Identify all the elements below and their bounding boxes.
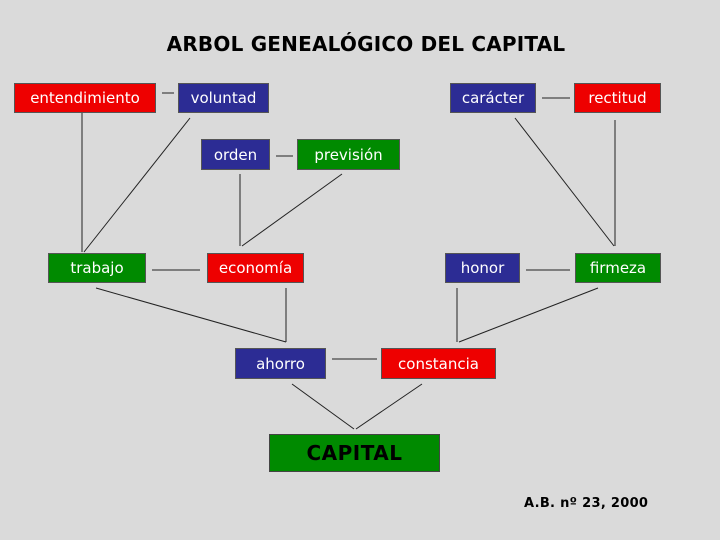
edge-ahorro-capital: [291, 383, 355, 430]
edge-caracter-firmeza: [514, 117, 615, 247]
node-capital: CAPITAL: [269, 434, 440, 472]
node-orden: orden: [201, 139, 270, 170]
node-caracter: carácter: [450, 83, 536, 113]
diagram-title: ARBOL GENEALÓGICO DEL CAPITAL: [166, 32, 566, 56]
node-honor: honor: [445, 253, 520, 283]
node-prevision: previsión: [297, 139, 400, 170]
edge-firmeza-constancia: [458, 287, 599, 343]
node-trabajo: trabajo: [48, 253, 146, 283]
node-ahorro: ahorro: [235, 348, 326, 379]
edge-constancia-capital: [355, 383, 423, 430]
node-constancia: constancia: [381, 348, 496, 379]
node-rectitud: rectitud: [574, 83, 661, 113]
node-economia: economía: [207, 253, 304, 283]
node-voluntad: voluntad: [178, 83, 269, 113]
edge-prevision-economia: [241, 173, 343, 247]
node-firmeza: firmeza: [575, 253, 661, 283]
node-entendimiento: entendimiento: [14, 83, 156, 113]
credit-line: A.B. nº 23, 2000: [524, 496, 649, 511]
edge-trabajo-ahorro: [95, 287, 287, 343]
edge-voluntad-trabajo: [83, 117, 191, 253]
